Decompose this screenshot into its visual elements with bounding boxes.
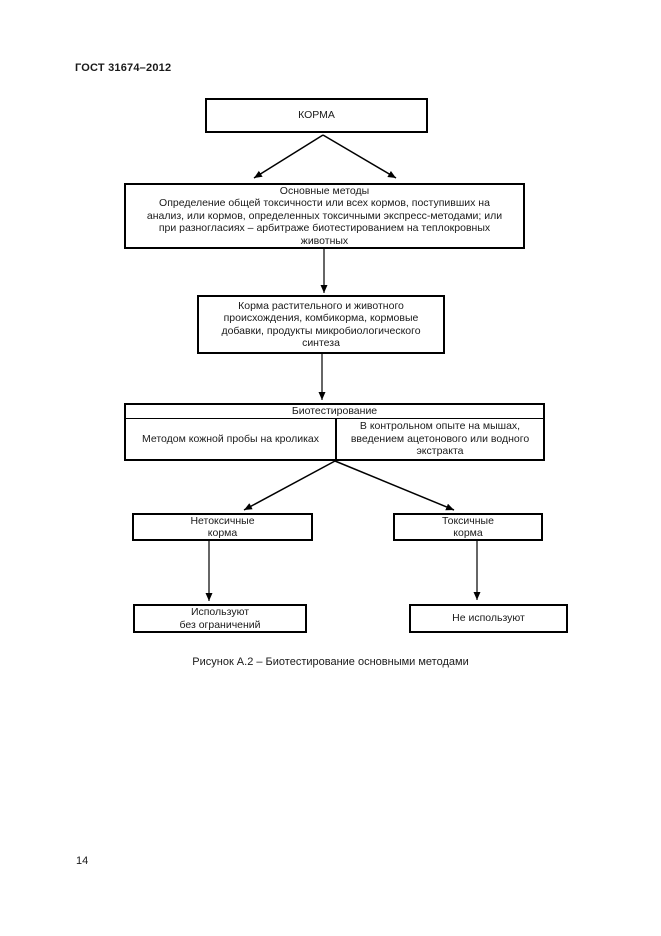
- arrow-korma-to-osnovnye-left: [253, 134, 324, 179]
- netoksichnye-label: Нетоксичные корма: [190, 514, 255, 540]
- arrow-biotest-to-toksichnye: [334, 460, 455, 511]
- biotest-table-header: Биотестирование: [126, 405, 543, 419]
- doc-header-title: ГОСТ 31674–2012: [75, 62, 172, 74]
- biotest-table-row: Методом кожной пробы на кроликах В контр…: [126, 419, 543, 459]
- korma-label: КОРМА: [298, 109, 335, 122]
- ispolzuyut-label: Используют без ограничений: [179, 606, 261, 631]
- biotest-cell-rabbits: Методом кожной пробы на кроликах: [126, 419, 337, 459]
- toksichnye-label: Токсичные корма: [442, 514, 494, 540]
- osnovnye-metody-label: Основные методы Определение общей токсич…: [146, 184, 503, 247]
- flowchart-box-toksichnye: Токсичные корма: [393, 513, 543, 541]
- figure-caption: Рисунок А.2 – Биотестирование основными …: [192, 656, 469, 668]
- flowchart-box-netoksichnye: Нетоксичные корма: [132, 513, 313, 541]
- arrow-biotest-to-netoksichnye: [243, 460, 336, 511]
- page-number: 14: [76, 855, 89, 867]
- flowchart-box-ne-ispolzuyut: Не используют: [409, 604, 568, 633]
- korma-vidy-label: Корма растительного и животного происхож…: [221, 299, 421, 350]
- flowchart-box-korma: КОРМА: [205, 98, 428, 133]
- flowchart-box-osnovnye-metody: Основные методы Определение общей токсич…: [124, 183, 525, 249]
- flowchart-box-ispolzuyut: Используют без ограничений: [133, 604, 307, 633]
- flowchart-table-biotest: Биотестирование Методом кожной пробы на …: [124, 403, 545, 461]
- arrow-korma-to-osnovnye-right: [322, 134, 397, 179]
- ne-ispolzuyut-label: Не используют: [452, 612, 525, 625]
- biotest-cell-mice: В контрольном опыте на мышах, введением …: [350, 420, 530, 458]
- flowchart-box-korma-vidy: Корма растительного и животного происхож…: [197, 295, 445, 354]
